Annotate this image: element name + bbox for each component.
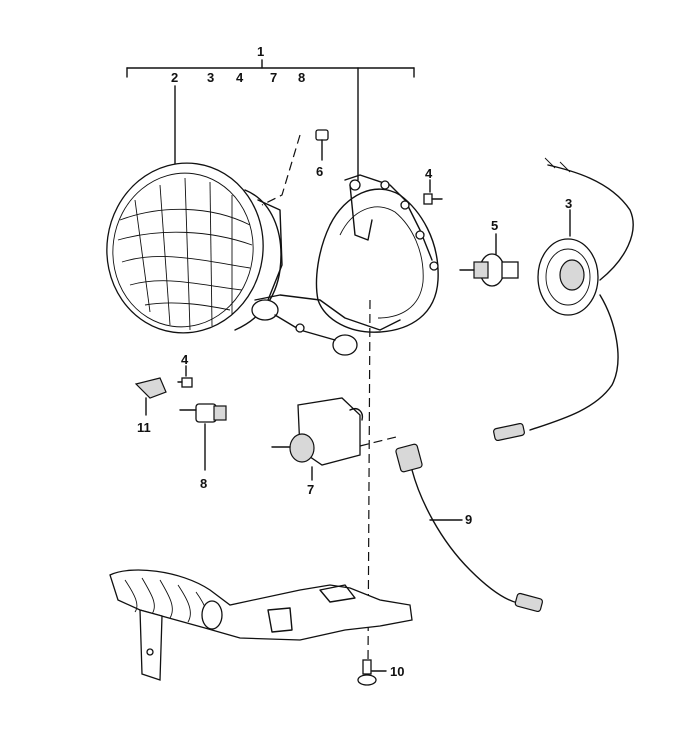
bulb-8: [179, 403, 227, 471]
parking-bulb-6: [261, 129, 329, 206]
callout-9: 9: [465, 512, 472, 527]
callout-10: 10: [390, 664, 404, 679]
callout-11: 11: [137, 420, 151, 435]
screw-10: [357, 659, 387, 686]
callout-7-top: 7: [270, 70, 277, 85]
callout-8-top: 8: [298, 70, 305, 85]
mounting-bracket: [109, 569, 413, 681]
bulb-socket-3: [493, 157, 634, 442]
callout-4-top: 4: [236, 70, 244, 85]
headlight-lens: [106, 162, 283, 334]
callout-3-top: 3: [207, 70, 214, 85]
callout-8: 8: [200, 476, 207, 491]
callout-4-small: 4: [181, 352, 189, 367]
callout-3-socket: 3: [565, 196, 572, 211]
fog-lamp-7: [271, 397, 364, 481]
callout-7: 7: [307, 482, 314, 497]
callout-6: 6: [316, 164, 323, 179]
screw-upper: [423, 179, 443, 205]
callout-1: 1: [257, 44, 264, 59]
reflector-housing: [251, 174, 439, 356]
wiring-harness-9: [359, 435, 544, 613]
callout-labels: 1 2 3 4 7 8 6 4 5 3 4 11 8 7 9 10: [137, 44, 572, 679]
callout-2: 2: [171, 70, 178, 85]
assembly-bracket: [126, 59, 415, 181]
clip-11-and-screw: [134, 365, 193, 416]
callout-4-screw: 4: [425, 166, 433, 181]
halogen-bulb-5: [459, 233, 519, 287]
alignment-line: [367, 299, 371, 666]
callout-5: 5: [491, 218, 498, 233]
